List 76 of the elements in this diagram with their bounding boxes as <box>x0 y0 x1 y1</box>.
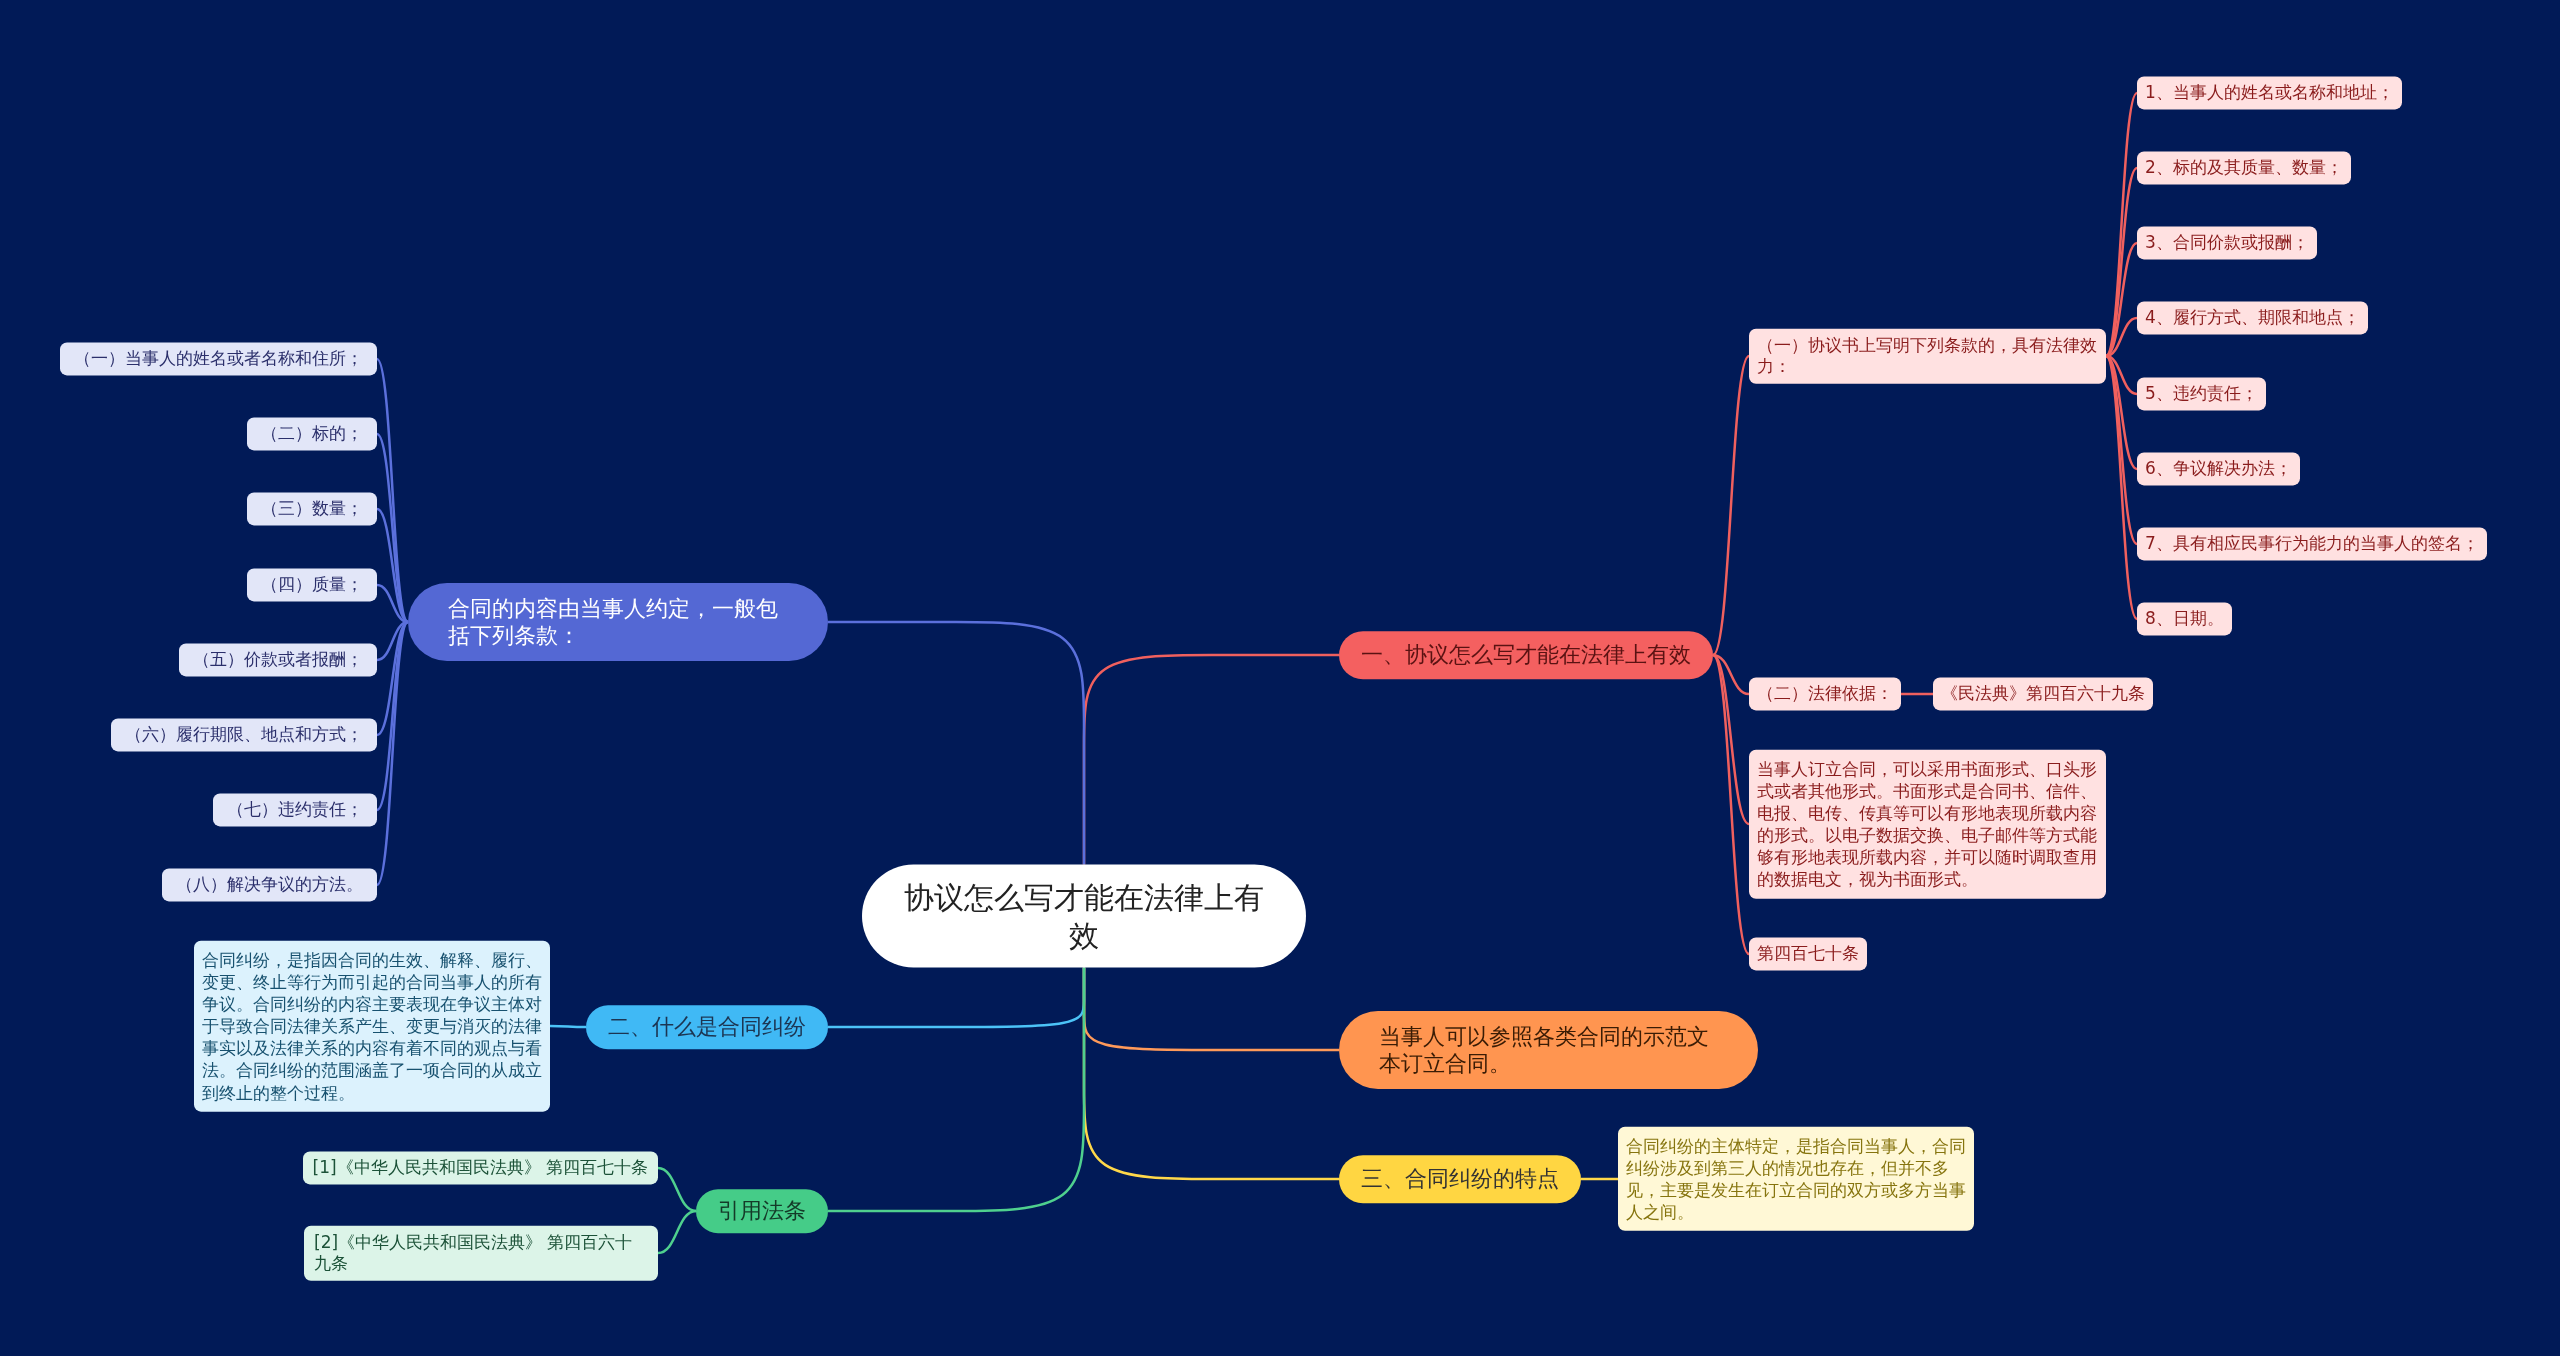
branch-line <box>2104 355 2139 620</box>
subtopic-box <box>2137 151 2351 185</box>
branch-line <box>657 1209 697 1255</box>
topic-text: 4、履行方式、期限和地点； <box>2145 307 2360 329</box>
topic-text: （一）当事人的姓名或者名称和住所； <box>74 348 363 370</box>
branch-line <box>1712 653 1750 696</box>
topic-text: 合同纠纷的主体特定，是指合同当事人，合同纠纷涉及到第三人的情况也存在，但并不多见，主要是发生在订立合同的双方或多方当事人之间。 <box>1626 1134 1966 1224</box>
topic-pill <box>696 1189 828 1233</box>
topic-text: 8、日期。 <box>2145 608 2224 630</box>
subtopic-box <box>247 417 377 451</box>
topic-text: 合同纠纷，是指因合同的生效、解释、履行、变更、终止等行为而引起的合同当事人的所有争议。合同纠纷的内容主要表现在争议主体对于导致合同法律关系产生、变更与消灭的法律事实以及法律关系的内容有着不同的观点与看法。合同纠纷的范围涵盖了一项合同的从成立到终止的整个过程。 <box>202 948 542 1104</box>
subtopic-box <box>2137 527 2487 561</box>
topic-text: [1]《中华人民共和国民法典》 第四百七十条 <box>312 1157 648 1179</box>
topic-text: （六）履行期限、地点和方式； <box>125 724 363 746</box>
note-box <box>1618 1126 1974 1232</box>
topic-text: 协议怎么写才能在法律上有效 <box>903 878 1265 954</box>
topic-text: 7、具有相应民事行为能力的当事人的签名； <box>2145 533 2479 555</box>
subtopic-box <box>247 568 377 602</box>
topic-text: （七）违约责任； <box>227 799 363 821</box>
topic-text: （二）法律依据： <box>1757 683 1893 705</box>
topic-text: 5、违约责任； <box>2145 383 2258 405</box>
subtopic-box <box>2137 377 2266 411</box>
topic-text: （一）协议书上写明下列条款的，具有法律效力： <box>1757 334 2098 378</box>
topic-pill <box>1339 631 1713 679</box>
branch-line <box>1712 654 1750 825</box>
topic-text: 合同的内容由当事人约定，一般包括下列条款： <box>448 594 779 650</box>
topic-text: （五）价款或者报酬； <box>193 649 363 671</box>
topic-pill <box>586 1005 828 1049</box>
topic-text: （八）解决争议的方法。 <box>176 874 363 896</box>
branch-line <box>375 358 410 623</box>
subtopic-box <box>1933 677 2153 711</box>
subtopic-box <box>1749 677 1901 711</box>
topic-pill <box>1339 1155 1581 1203</box>
branch-line <box>2104 92 2139 357</box>
subtopic-box <box>60 342 377 376</box>
topic-text: [2]《中华人民共和国民法典》 第四百六十九条 <box>314 1231 634 1275</box>
subtopic-box <box>1749 328 2106 384</box>
branch-line <box>828 620 1086 865</box>
subtopic-box <box>2137 76 2402 110</box>
topic-text: 当事人订立合同，可以采用书面形式、口头形式或者其他形式。书面形式是合同书、信件、电报、电传、传真等可以有形地表现所载内容的形式。以电子数据交换、电子邮件等方式能够有形地表现所载内容，并可以随时调取查用的数据电文，视为书面形式。 <box>1757 757 2098 891</box>
topic-text: 三、合同纠纷的特点 <box>1361 1165 1559 1193</box>
subtopic-box <box>213 793 377 827</box>
topic-text: 引用法条 <box>718 1197 806 1225</box>
branch-line <box>550 1024 586 1029</box>
topic-text: （二）标的； <box>261 423 363 445</box>
topic-text: 第四百七十条 <box>1757 943 1859 965</box>
subtopic-box <box>247 492 377 526</box>
subtopic-box <box>302 1151 658 1185</box>
subtopic-box <box>1749 937 1867 971</box>
branch-line <box>657 1166 697 1213</box>
topic-text: 当事人可以参照各类合同的示范文本订立合同。 <box>1379 1022 1710 1078</box>
topic-text: （三）数量； <box>261 498 363 520</box>
branch-line <box>1901 692 1933 696</box>
branch-line <box>828 967 1086 1213</box>
branch-line <box>376 621 409 811</box>
subtopic-box <box>179 643 377 677</box>
branch-line <box>1581 1177 1618 1181</box>
subtopic-box <box>304 1225 658 1281</box>
subtopic-box <box>2137 301 2368 335</box>
subtopic-box <box>2137 452 2300 486</box>
subtopic-box <box>111 718 377 752</box>
subtopic-box <box>2137 602 2232 636</box>
branch-line <box>1711 355 1751 656</box>
topic-text: 一、协议怎么写才能在法律上有效 <box>1361 641 1691 669</box>
branch-line <box>1711 654 1751 955</box>
subtopic-box <box>162 868 377 902</box>
topic-text: （四）质量； <box>261 574 363 596</box>
topic-text: 2、标的及其质量、数量； <box>2145 157 2343 179</box>
topic-text: 二、什么是合同纠纷 <box>608 1013 806 1041</box>
topic-text: 《民法典》第四百六十九条 <box>1941 683 2145 705</box>
branch-line <box>375 621 410 886</box>
topic-text: 1、当事人的姓名或名称和地址； <box>2145 82 2394 104</box>
topic-text: 6、争议解决办法； <box>2145 458 2292 480</box>
subtopic-box <box>2137 226 2317 260</box>
topic-text: 3、合同价款或报酬； <box>2145 232 2309 254</box>
branch-line <box>2105 355 2138 545</box>
